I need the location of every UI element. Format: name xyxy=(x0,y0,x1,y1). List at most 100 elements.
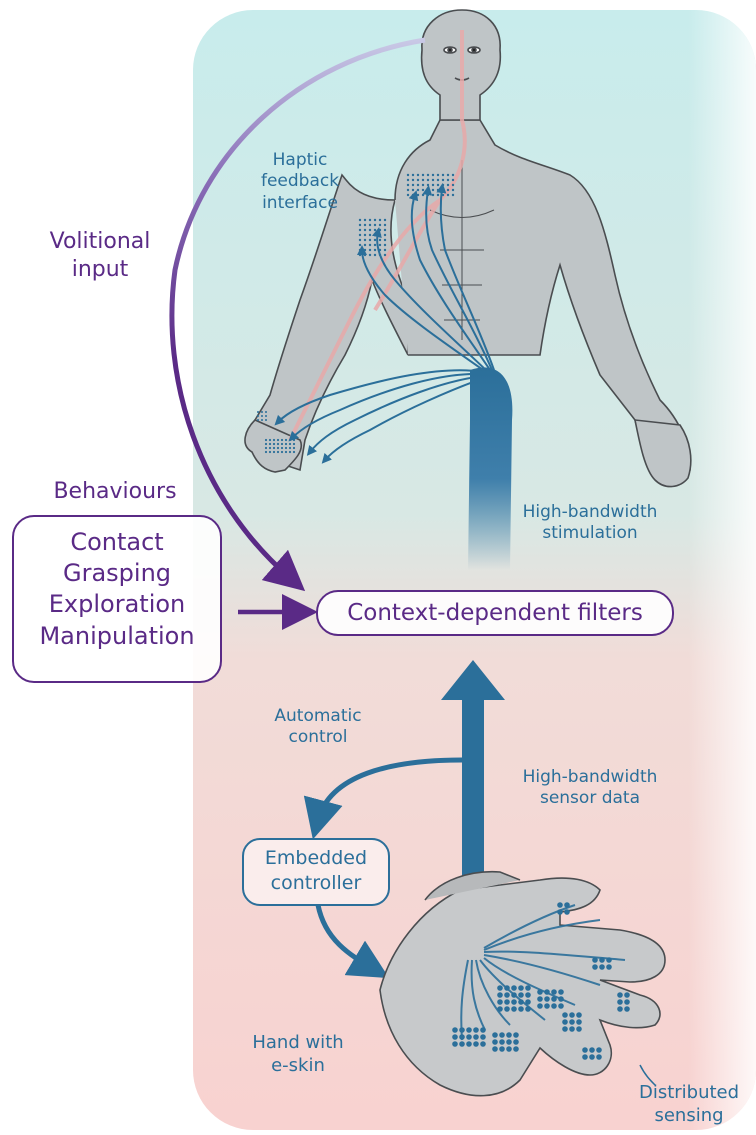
haptic-dot xyxy=(452,189,454,191)
e-skin-sensor xyxy=(452,1027,458,1033)
haptic-dot xyxy=(364,224,366,226)
haptic-dot xyxy=(281,451,283,453)
haptic-dot xyxy=(442,179,444,181)
haptic-dot xyxy=(281,443,283,445)
haptic-dot xyxy=(407,189,409,191)
haptic-dot xyxy=(432,189,434,191)
haptic-dot xyxy=(442,174,444,176)
haptic-dot xyxy=(452,174,454,176)
e-skin-sensor xyxy=(592,964,598,970)
e-skin-sensor xyxy=(624,992,630,998)
haptic-dot xyxy=(359,244,361,246)
haptic-dot xyxy=(265,411,267,413)
e-skin-sensor xyxy=(499,1046,505,1052)
e-skin-sensor xyxy=(511,1006,517,1012)
e-skin-sensor xyxy=(617,1006,623,1012)
e-skin-sensor xyxy=(562,1012,568,1018)
e-skin-sensor xyxy=(497,999,503,1005)
e-skin-sensor xyxy=(551,1003,557,1009)
behaviours-box: Contact Grasping Exploration Manipulatio… xyxy=(12,515,222,683)
haptic-dot xyxy=(384,224,386,226)
haptic-dot xyxy=(452,179,454,181)
haptic-dot xyxy=(265,439,267,441)
e-skin-sensor xyxy=(544,1003,550,1009)
behaviour-item: Exploration xyxy=(14,589,220,620)
haptic-dot xyxy=(407,184,409,186)
haptic-dot xyxy=(447,184,449,186)
haptic-dot xyxy=(432,174,434,176)
e-skin-sensor xyxy=(499,1039,505,1045)
haptic-dot xyxy=(379,229,381,231)
haptic-dot xyxy=(442,184,444,186)
haptic-dot xyxy=(369,249,371,251)
haptic-dot xyxy=(273,447,275,449)
haptic-dot xyxy=(452,184,454,186)
e-skin-sensor xyxy=(599,964,605,970)
haptic-dot xyxy=(281,447,283,449)
e-skin-sensor xyxy=(562,1019,568,1025)
e-skin-sensor xyxy=(562,1026,568,1032)
haptic-dot xyxy=(412,184,414,186)
haptic-dot xyxy=(289,443,291,445)
haptic-dot xyxy=(422,194,424,196)
haptic-dot xyxy=(285,439,287,441)
haptic-dot xyxy=(412,179,414,181)
e-skin-sensor xyxy=(558,1003,564,1009)
embedded-controller-box: Embedded controller xyxy=(242,838,390,906)
haptic-dot xyxy=(277,439,279,441)
haptic-dot xyxy=(364,244,366,246)
e-skin-sensor xyxy=(617,999,623,1005)
e-skin-sensor xyxy=(606,964,612,970)
e-skin-sensor xyxy=(544,996,550,1002)
haptic-dot xyxy=(257,415,259,417)
haptic-dot xyxy=(265,415,267,417)
haptic-dot xyxy=(384,254,386,256)
e-skin-sensor xyxy=(459,1041,465,1047)
haptic-dot xyxy=(359,224,361,226)
e-skin-sensor xyxy=(576,1026,582,1032)
e-skin-sensor xyxy=(504,1006,510,1012)
e-skin-sensor xyxy=(525,992,531,998)
haptic-dot xyxy=(427,174,429,176)
haptic-dot xyxy=(432,179,434,181)
e-skin-sensor xyxy=(582,1047,588,1053)
e-skin-sensor xyxy=(557,902,563,908)
e-skin-sensor xyxy=(499,1032,505,1038)
e-skin-sensor xyxy=(504,999,510,1005)
haptic-dot xyxy=(432,194,434,196)
volitional-input-label: Volitional input xyxy=(30,228,170,283)
haptic-dot xyxy=(437,174,439,176)
e-skin-sensor xyxy=(492,1039,498,1045)
haptic-dot xyxy=(277,447,279,449)
haptic-dot xyxy=(269,439,271,441)
e-skin-sensor xyxy=(537,1003,543,1009)
e-skin-sensor xyxy=(582,1054,588,1060)
e-skin-sensor xyxy=(558,989,564,995)
stimulation-trunk xyxy=(468,367,512,570)
haptic-dot xyxy=(384,234,386,236)
haptic-dot xyxy=(384,229,386,231)
e-skin-sensor xyxy=(473,1027,479,1033)
e-skin-sensor xyxy=(473,1034,479,1040)
e-skin-sensor xyxy=(518,1006,524,1012)
haptic-dot xyxy=(374,244,376,246)
e-skin-sensor xyxy=(589,1054,595,1060)
haptic-dot xyxy=(374,249,376,251)
haptic-dot xyxy=(379,239,381,241)
haptic-dot xyxy=(364,219,366,221)
haptic-dot xyxy=(417,189,419,191)
haptic-dot xyxy=(265,447,267,449)
haptic-dot xyxy=(422,179,424,181)
haptic-dot xyxy=(427,179,429,181)
haptic-dot xyxy=(379,234,381,236)
e-skin-sensor xyxy=(511,999,517,1005)
e-skin-sensor xyxy=(466,1041,472,1047)
context-dependent-filters-box: Context-dependent filters xyxy=(316,590,674,636)
e-skin-sensor xyxy=(506,1032,512,1038)
high-bandwidth-stimulation-label: High-bandwidth stimulation xyxy=(515,502,665,545)
e-skin-sensor xyxy=(569,1012,575,1018)
haptic-dot xyxy=(285,447,287,449)
haptic-dot xyxy=(384,244,386,246)
haptic-dot xyxy=(273,439,275,441)
haptic-dot xyxy=(261,415,263,417)
